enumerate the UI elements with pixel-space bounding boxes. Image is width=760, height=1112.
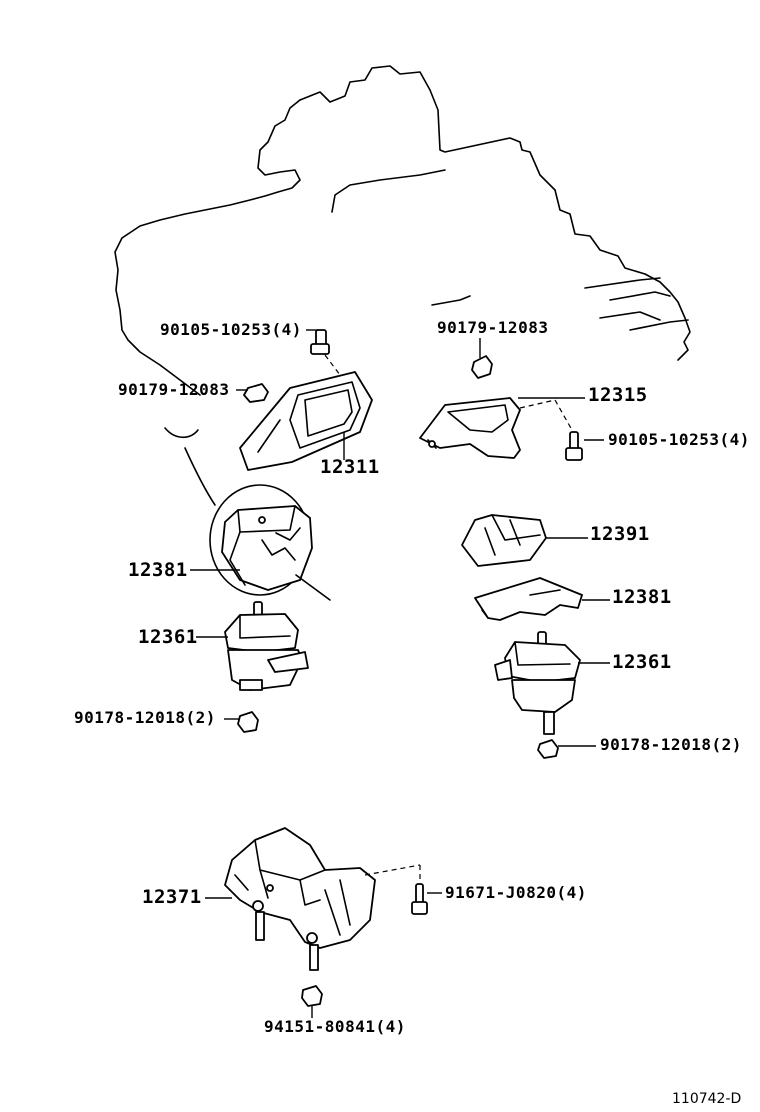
insulator-left-12381 <box>164 427 331 601</box>
label-bolt-top-left: 90105-10253(4) <box>160 320 302 339</box>
label-rear-mount: 12371 <box>142 886 202 908</box>
label-nut-rear: 94151-80841(4) <box>264 1017 406 1036</box>
bracket-12315 <box>419 397 585 459</box>
label-nut-mount-right: 90178-12018(2) <box>600 735 742 754</box>
label-insulator-cover-right: 12391 <box>590 523 650 545</box>
mount-left-12361 <box>196 601 309 691</box>
nut-left <box>236 383 269 403</box>
nut-mount-left <box>224 711 259 733</box>
insulator-right-12381 <box>474 577 610 621</box>
label-bolt-rear: 91671-J0820(4) <box>445 883 587 902</box>
nut-mount-right <box>537 739 596 759</box>
label-nut-top-center: 90179-12083 <box>437 318 548 337</box>
label-mount-right: 12361 <box>612 651 672 673</box>
mount-right-12361 <box>494 631 610 735</box>
label-nut-left: 90179-12083 <box>118 380 229 399</box>
engine-outline <box>114 65 691 396</box>
label-bracket-right: 12315 <box>588 384 648 406</box>
label-bolt-right: 90105-10253(4) <box>608 430 750 449</box>
insulator-cover-12391 <box>461 514 588 567</box>
label-nut-mount-left: 90178-12018(2) <box>74 708 216 727</box>
reference-code: 110742-D <box>672 1091 741 1107</box>
bolt-top-left <box>306 329 341 376</box>
label-mount-left: 12361 <box>138 626 198 648</box>
label-bracket-left: 12311 <box>320 456 380 478</box>
bracket-12311 <box>239 371 373 471</box>
rear-mount-12371 <box>205 827 421 971</box>
nut-top-center <box>471 338 493 379</box>
label-insulator-right: 12381 <box>612 586 672 608</box>
nut-rear <box>301 985 323 1018</box>
bolt-rear <box>411 883 442 915</box>
label-insulator-left: 12381 <box>128 559 188 581</box>
bolt-right <box>565 431 604 461</box>
